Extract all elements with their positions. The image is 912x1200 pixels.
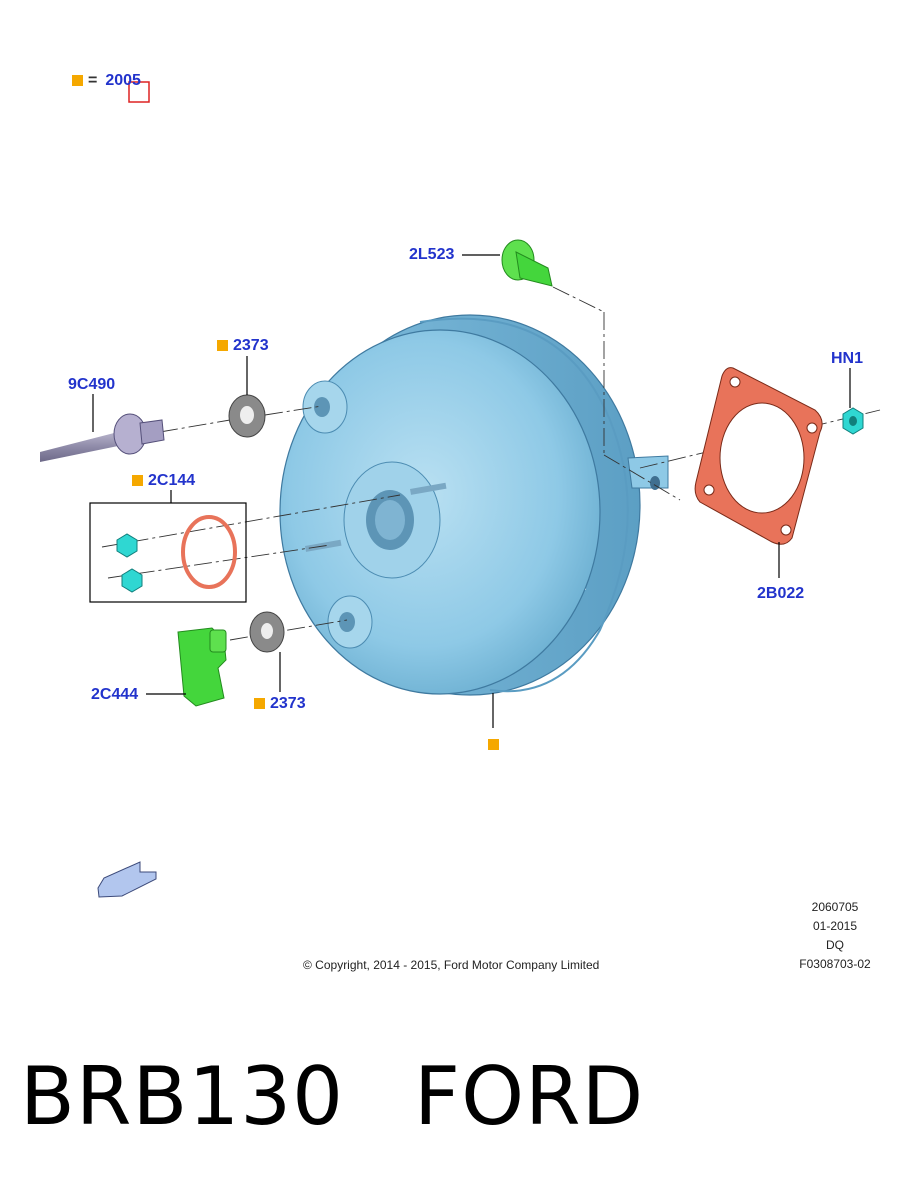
footer-part-number: BRB130 xyxy=(20,1050,345,1143)
vacuum-hose-9c490 xyxy=(40,394,165,462)
marker-icon xyxy=(254,698,265,709)
reference-line-4: F0308703-02 xyxy=(799,957,871,971)
reference-line-3: DQ xyxy=(826,938,844,952)
label-2b022: 2B022 xyxy=(757,585,805,602)
washer-2373-bottom xyxy=(249,611,285,692)
footer-caption: BRB130 FORD xyxy=(20,1050,644,1143)
push-clip-2l523 xyxy=(462,239,553,287)
footer-brand: FORD xyxy=(414,1050,645,1143)
washer-2373-top xyxy=(228,356,266,438)
hex-nut-hn1 xyxy=(842,368,864,435)
highlight-box xyxy=(128,81,150,103)
label-hn1: HN1 xyxy=(831,350,864,367)
marker-icon xyxy=(217,340,228,351)
legend-equals: = xyxy=(88,72,98,89)
legend: = 2005 xyxy=(72,72,141,90)
sensor-2c444 xyxy=(146,627,227,707)
reference-line-1: 2060705 xyxy=(811,900,859,914)
label-2373-top: 2373 xyxy=(217,337,269,355)
gasket-2b022 xyxy=(694,367,823,578)
brake-booster xyxy=(279,314,669,750)
brake-booster-diagram xyxy=(40,81,881,898)
legend-marker-icon xyxy=(72,75,83,86)
label-2c444: 2C444 xyxy=(91,686,139,703)
nut-kit-2c144 xyxy=(89,490,247,603)
label-2c144: 2C144 xyxy=(132,472,195,490)
label-2373-bottom: 2373 xyxy=(254,695,306,713)
label-2l523: 2L523 xyxy=(409,246,455,263)
direction-arrow-icon xyxy=(97,861,157,898)
label-9c490: 9C490 xyxy=(68,376,116,393)
reference-line-2: 01-2015 xyxy=(812,919,858,933)
reference-block: 2060705 01-2015 DQ F0308703-02 xyxy=(790,898,880,974)
marker-icon xyxy=(132,475,143,486)
copyright-text: © Copyright, 2014 - 2015, Ford Motor Com… xyxy=(303,958,600,972)
legend-code: 2005 xyxy=(105,72,141,89)
